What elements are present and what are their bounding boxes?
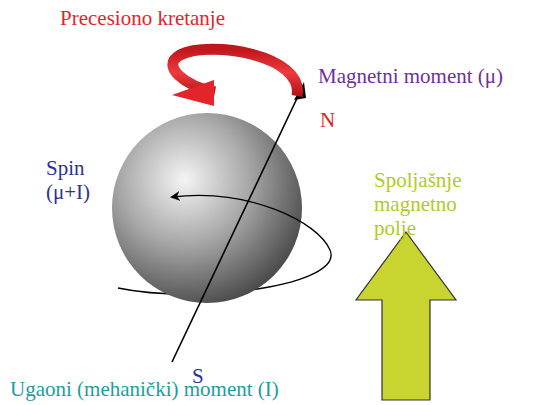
spin-axis [172,92,300,362]
precession-arrowhead [172,80,214,106]
nucleus-sphere [112,113,302,303]
precession-label: Precesiono kretanje [60,6,225,30]
field-label: Spoljašnje magnetno polje [374,168,486,240]
spin-label: Spin (μ+I) [46,156,106,204]
field-arrow [356,232,456,400]
magnetic-moment-label: Magnetni moment (μ) [318,64,503,88]
north-pole-label: N [320,108,335,132]
spin-orbit-arrow [172,196,330,250]
angular-moment-label: Ugaoni (mehanički) moment (I) [10,377,279,401]
